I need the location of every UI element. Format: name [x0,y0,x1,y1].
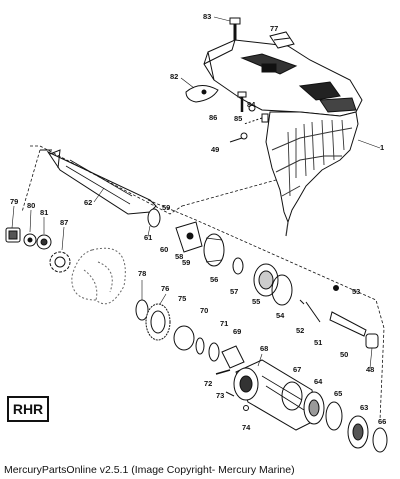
leader-lines [11,16,381,369]
callout-87: 87 [60,218,68,227]
exploded-parts-diagram: 83 77 82 84 86 85 49 1 62 79 80 81 87 59… [5,12,388,453]
callout-labels: 83 77 82 84 86 85 49 1 62 79 80 81 87 59… [10,12,386,432]
callout-68: 68 [260,344,268,353]
callout-67: 67 [293,365,301,374]
callout-71: 71 [220,319,228,328]
gear-stack [147,208,379,349]
callout-58: 58 [175,252,183,261]
callout-61: 61 [144,233,152,242]
propeller-shaft [40,149,157,215]
callout-50: 50 [340,350,348,359]
callout-52: 52 [296,326,304,335]
callout-51: 51 [314,338,322,347]
callout-83: 83 [203,12,211,21]
callout-65: 65 [334,389,342,398]
prop-nut-parts [5,227,71,273]
callout-59a: 59 [162,203,170,212]
callout-81: 81 [40,208,48,217]
callout-85: 85 [234,114,242,123]
callout-62: 62 [84,198,92,207]
callout-73: 73 [216,391,224,400]
callout-79: 79 [10,197,18,206]
callout-76: 76 [161,284,169,293]
image-caption: MercuryPartsOnline v2.5.1 (Image Copyrig… [4,464,295,476]
callout-55: 55 [252,297,260,306]
callout-72: 72 [204,379,212,388]
propeller-ghost [71,247,126,305]
callout-82: 82 [170,72,178,81]
callout-70: 70 [200,306,208,315]
callout-74: 74 [242,423,251,432]
callout-69: 69 [233,327,241,336]
callout-53: 53 [352,287,360,296]
callout-54: 54 [276,311,285,320]
callout-49: 49 [211,145,219,154]
rotation-badge: RHR [7,396,49,422]
gear-housing [203,39,363,237]
callout-66: 66 [378,417,386,426]
callout-80: 80 [27,201,35,210]
callout-48: 48 [366,365,374,374]
callout-84: 84 [247,100,256,109]
callout-63: 63 [360,403,368,412]
callout-59b: 59 [182,258,190,267]
callout-57: 57 [230,287,238,296]
callout-78: 78 [138,269,146,278]
callout-60: 60 [160,245,168,254]
assembly-outline [21,145,385,421]
callout-86: 86 [209,113,217,122]
callout-77: 77 [270,24,278,33]
top-fasteners [185,17,295,143]
front-gear-stack [135,299,388,453]
callout-75: 75 [178,294,186,303]
callout-64: 64 [314,377,323,386]
callout-1: 1 [380,143,384,152]
callout-56: 56 [210,275,218,284]
